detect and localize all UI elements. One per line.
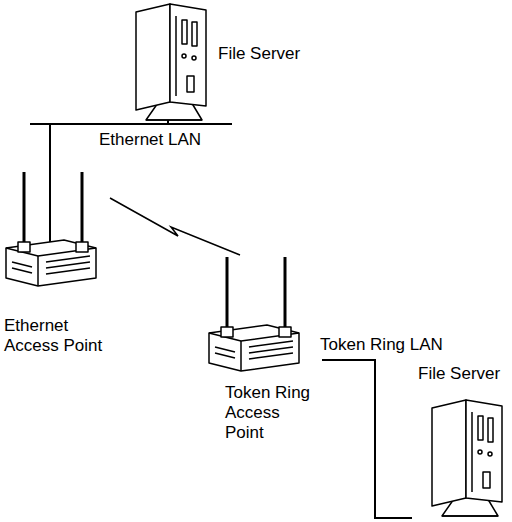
device-label: Token Ring Access Point — [225, 383, 320, 443]
edge-label-holder: Token Ring LAN — [318, 335, 445, 355]
network-label: Token Ring LAN — [318, 335, 445, 355]
radio-link — [110, 198, 240, 255]
file-server-icon — [432, 400, 502, 516]
ap-cable — [49, 168, 51, 250]
device-label: File Server — [218, 44, 308, 64]
access-point-icon — [6, 172, 96, 286]
device-node: Ethernet Access Point — [0, 170, 110, 360]
lan-cable — [322, 360, 412, 518]
device-node: File Server — [412, 360, 510, 520]
device-label: Ethernet Access Point — [4, 316, 104, 356]
device-label: File Server — [418, 364, 508, 384]
network-label: Ethernet LAN — [97, 130, 203, 150]
device-node: File Server — [128, 0, 310, 120]
file-server-icon — [136, 4, 206, 120]
edge-label-holder: Ethernet LAN — [97, 130, 203, 150]
access-point-icon — [209, 257, 299, 371]
device-node: Token Ring Access Point — [205, 255, 322, 445]
